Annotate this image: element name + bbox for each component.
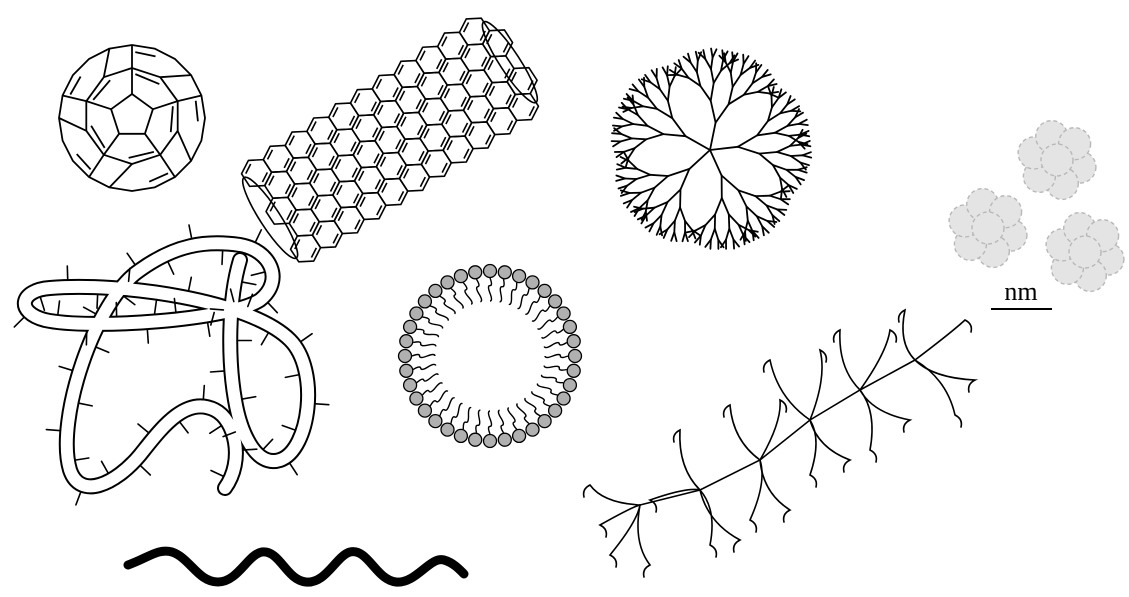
fullerene-structure <box>59 45 205 191</box>
protein-ribbon-structure <box>14 225 329 505</box>
liposome-structure <box>399 265 582 448</box>
nanoparticle-clusters <box>949 121 1124 292</box>
hyperbranched-polymer-structure <box>584 310 975 577</box>
scale-bar-label: nm <box>990 278 1052 306</box>
carbon-nanotube-structure <box>229 5 553 274</box>
linear-polymer-wave <box>128 551 464 582</box>
dendrimer-structure <box>612 49 812 249</box>
